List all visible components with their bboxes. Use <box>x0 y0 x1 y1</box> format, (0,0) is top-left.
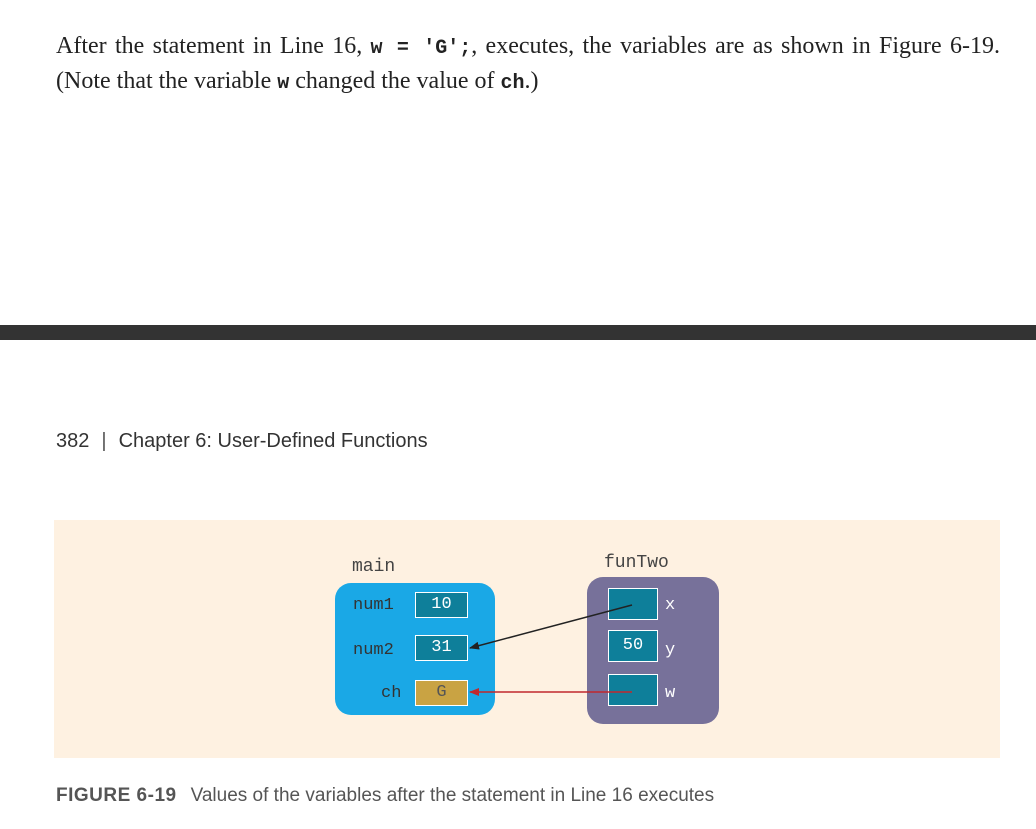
caption-text: Values of the variables after the statem… <box>190 785 715 806</box>
page-header: 382 | Chapter 6: User-Defined Functions <box>56 430 428 453</box>
param-name-x: x <box>665 596 676 615</box>
funtwo-title: funTwo <box>604 553 669 573</box>
body-paragraph: After the statement in Line 16, w = 'G';… <box>56 30 1000 100</box>
var-name-num1: num1 <box>353 596 394 615</box>
header-separator: | <box>101 430 107 452</box>
figure-caption: FIGURE 6-19 Values of the variables after… <box>56 785 714 807</box>
main-title: main <box>352 557 396 577</box>
cell-y: 50 <box>608 630 658 662</box>
cell-w <box>608 674 658 706</box>
var-name-num2: num2 <box>353 641 394 660</box>
figure-label: FIGURE 6-19 <box>56 785 177 806</box>
param-name-y: y <box>665 641 676 660</box>
paragraph-text-2: , executes, the variables are as shown i… <box>56 33 1001 94</box>
code-variable-w: w <box>277 72 290 95</box>
param-name-w: w <box>665 684 676 703</box>
paragraph-text-1: After the statement in Line 16, <box>56 33 371 59</box>
page-number: 382 <box>56 430 90 452</box>
cell-num1: 10 <box>415 592 468 618</box>
cell-x <box>608 588 658 620</box>
code-statement: w = 'G'; <box>370 37 472 60</box>
chapter-title: Chapter 6: User-Defined Functions <box>118 430 428 452</box>
code-variable-ch: ch <box>500 72 525 95</box>
cell-ch: G <box>415 680 468 706</box>
paragraph-text-3: changed the value of <box>289 68 501 94</box>
page-divider-band <box>0 325 1036 340</box>
figure-background <box>54 520 1000 758</box>
cell-num2: 31 <box>415 635 468 661</box>
var-name-ch: ch <box>381 684 402 703</box>
paragraph-text-4: .) <box>524 68 539 94</box>
